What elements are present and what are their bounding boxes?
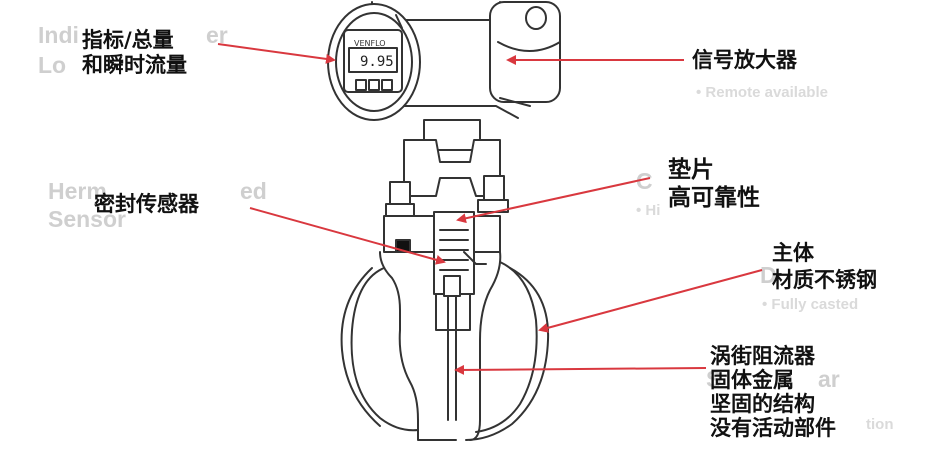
ghost-text: • Hi <box>636 202 661 219</box>
ghost-text: C <box>636 168 653 194</box>
indicator-arrow <box>217 43 336 64</box>
amplifier-label: 信号放大器 <box>692 48 797 73</box>
display-button <box>381 79 393 91</box>
ghost-text: D <box>760 262 777 288</box>
right-flange <box>475 261 538 433</box>
display-brand: VENFLO <box>354 39 386 48</box>
ghost-text: Sensor <box>48 206 126 232</box>
ghost-text: • Fully casted <box>762 296 859 313</box>
body-line-1: 主体 <box>772 241 814 265</box>
shedder-line-1: 涡街阻流器 <box>710 344 815 368</box>
body-left-inner <box>379 251 457 441</box>
ghost-text: ar <box>818 366 840 392</box>
amplifier-line-1: 信号放大器 <box>692 48 797 72</box>
ghost-text: • Remote available <box>696 84 828 101</box>
lcd-screen <box>348 47 398 73</box>
ghost-text: ed <box>240 178 267 204</box>
body-line-2: 材质不锈钢 <box>772 268 877 292</box>
amplifier-cap <box>525 6 547 30</box>
ghost-text: er <box>206 22 228 48</box>
gasket-arrow <box>456 177 651 224</box>
ghost-text: Indi <box>38 22 79 48</box>
gasket-line-1: 垫片 <box>668 157 714 183</box>
indicator-label: 指标/总量 和瞬时流量 <box>82 28 187 78</box>
body-arrow <box>538 269 763 333</box>
sensor-label: 密封传感器 <box>94 192 199 217</box>
ghost-text: S <box>706 366 722 392</box>
display-button <box>355 79 367 91</box>
shedder-arrow <box>454 364 707 375</box>
sensor-line-1: 密封传感器 <box>94 192 199 216</box>
shedder-line-4: 没有活动部件 <box>710 416 836 440</box>
amplifier-housing <box>489 1 561 103</box>
display-reading: 9.95 <box>360 54 394 70</box>
indicator-line-2: 和瞬时流量 <box>82 53 187 77</box>
gasket-label: 垫片 高可靠性 <box>668 156 760 212</box>
shedder-line-2: 固体金属 <box>710 368 794 392</box>
shedder-line-3: 坚固的结构 <box>710 392 815 416</box>
display-ring <box>335 12 413 112</box>
shedder-bar <box>447 295 457 421</box>
body-label: 主体 材质不锈钢 <box>772 240 877 294</box>
left-flange <box>350 267 419 432</box>
ghost-text: Lo <box>38 52 67 78</box>
ghost-text: tion <box>866 416 894 433</box>
gasket-line-2: 高可靠性 <box>668 185 760 211</box>
indicator-line-1: 指标/总量 <box>82 28 174 52</box>
shedder-label: 涡街阻流器 固体金属 坚固的结构 没有活动部件 <box>710 344 836 440</box>
sensor-arrow <box>249 207 446 265</box>
ghost-text: Herm <box>48 178 107 204</box>
body-right-inner <box>469 251 502 441</box>
display-button <box>368 79 380 91</box>
display-window <box>343 29 403 93</box>
